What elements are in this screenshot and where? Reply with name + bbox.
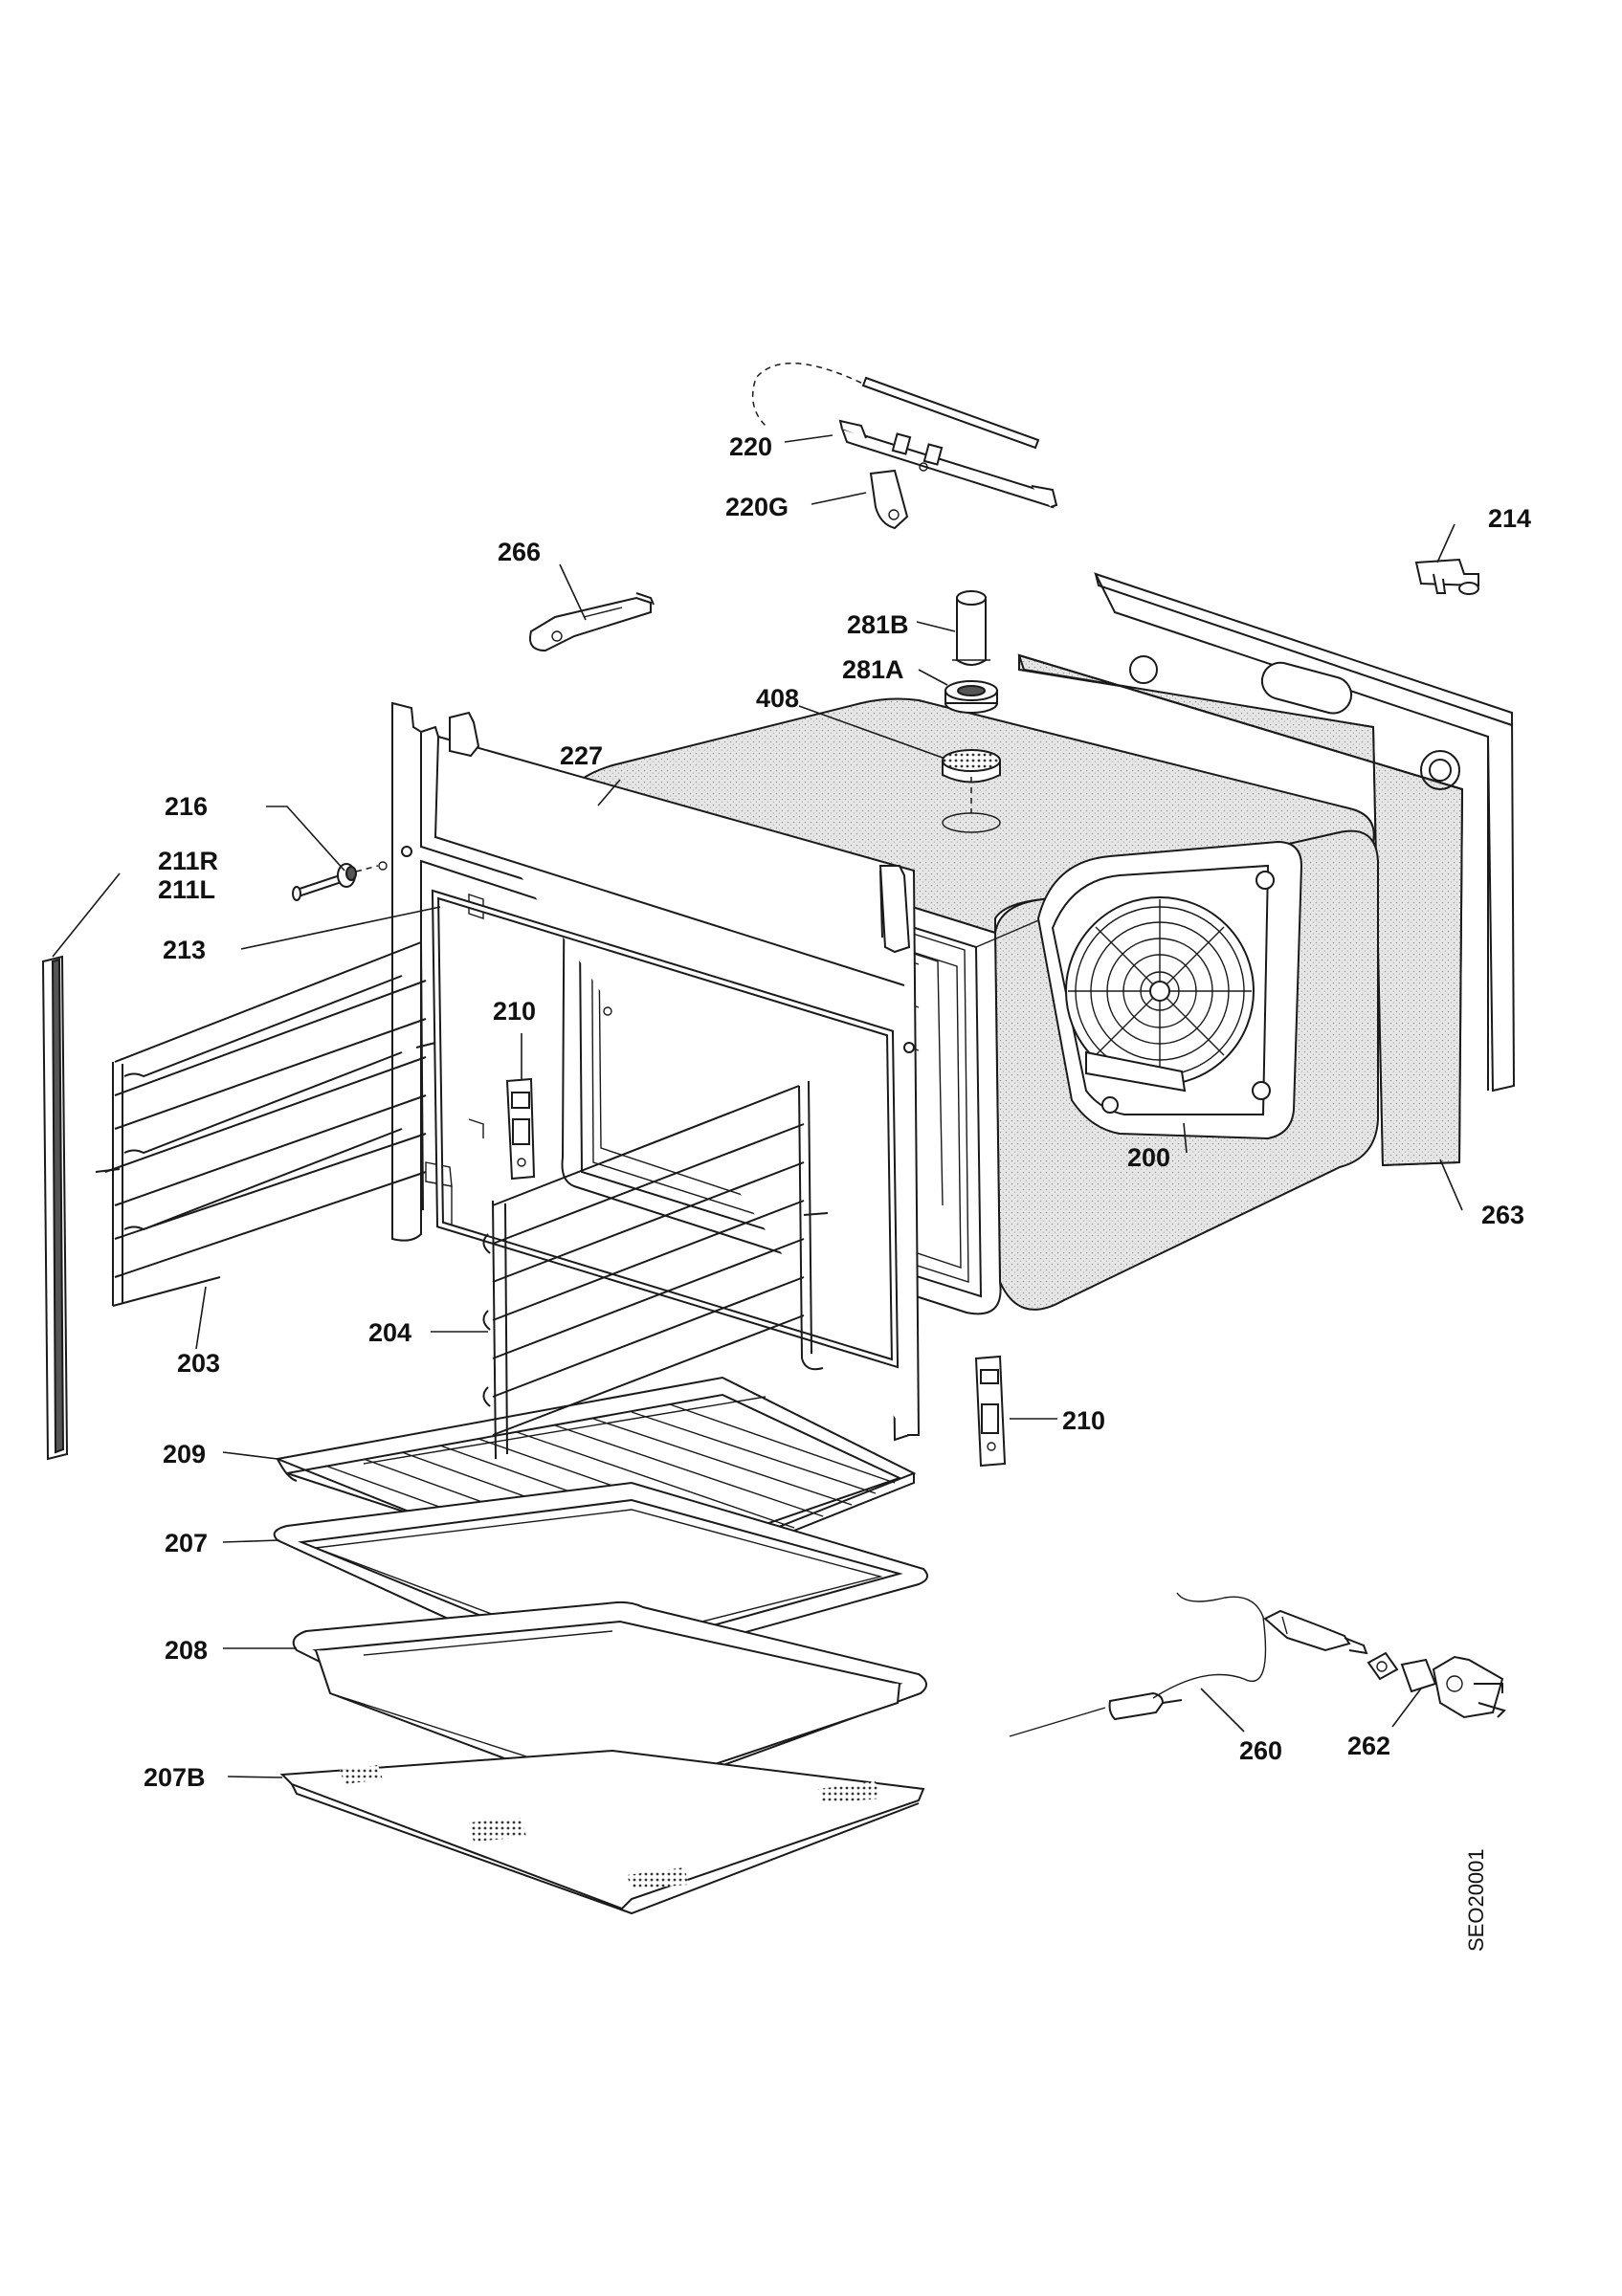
door-seal-213: [431, 889, 900, 1369]
front-frame-213: [391, 701, 921, 1442]
label-220g: 220G: [725, 493, 789, 521]
label-208: 208: [165, 1636, 209, 1665]
label-214: 214: [1488, 504, 1532, 533]
label-211l: 211L: [158, 875, 216, 904]
vent-seal-281a: [944, 680, 998, 714]
label-200: 200: [1127, 1143, 1171, 1172]
label-211r: 211R: [158, 847, 219, 875]
vent-tube-281b: [952, 590, 990, 666]
screw-216: [292, 861, 388, 901]
slide-bracket-upper-210: [505, 1077, 536, 1181]
vent-filter-408: [942, 749, 1001, 833]
label-203: 203: [177, 1349, 221, 1378]
label-216: 216: [165, 792, 209, 821]
label-210-lower: 210: [1062, 1406, 1106, 1435]
shelf-support-right-204: [482, 1080, 829, 1460]
fan-housing: [1036, 840, 1303, 1140]
label-266: 266: [498, 538, 542, 566]
slide-bracket-lower-210: [974, 1355, 1007, 1468]
label-213: 213: [163, 936, 207, 964]
rear-insulation-panel: [1017, 653, 1464, 1167]
shelf-support-left-203: [95, 941, 436, 1307]
label-262: 262: [1347, 1732, 1391, 1760]
mesh-baffle-207b: [279, 1749, 925, 1915]
label-281a: 281A: [842, 655, 904, 684]
label-207b: 207B: [144, 1763, 206, 1792]
rear-frame-plate: [1094, 572, 1516, 1093]
drawing-code: SEO20001: [1464, 1848, 1488, 1952]
side-trim-211: [41, 955, 69, 1461]
label-207: 207: [165, 1529, 209, 1557]
leader-lines: [52, 434, 1463, 1778]
label-204: 204: [368, 1318, 412, 1347]
meat-probe-260: [1009, 1592, 1368, 1737]
label-209: 209: [163, 1440, 207, 1468]
top-bracket-220: [751, 362, 1058, 509]
label-260: 260: [1239, 1736, 1283, 1765]
label-220: 220: [729, 432, 773, 461]
label-281b: 281B: [847, 610, 909, 639]
label-408: 408: [756, 684, 800, 713]
label-263: 263: [1481, 1201, 1525, 1229]
top-clip-266: [529, 592, 655, 652]
probe-socket-262: [1366, 1651, 1506, 1719]
label-227: 227: [560, 741, 604, 770]
bracket-clip-220g: [869, 469, 909, 530]
label-210-upper: 210: [493, 997, 537, 1026]
clip-214: [1414, 558, 1479, 595]
